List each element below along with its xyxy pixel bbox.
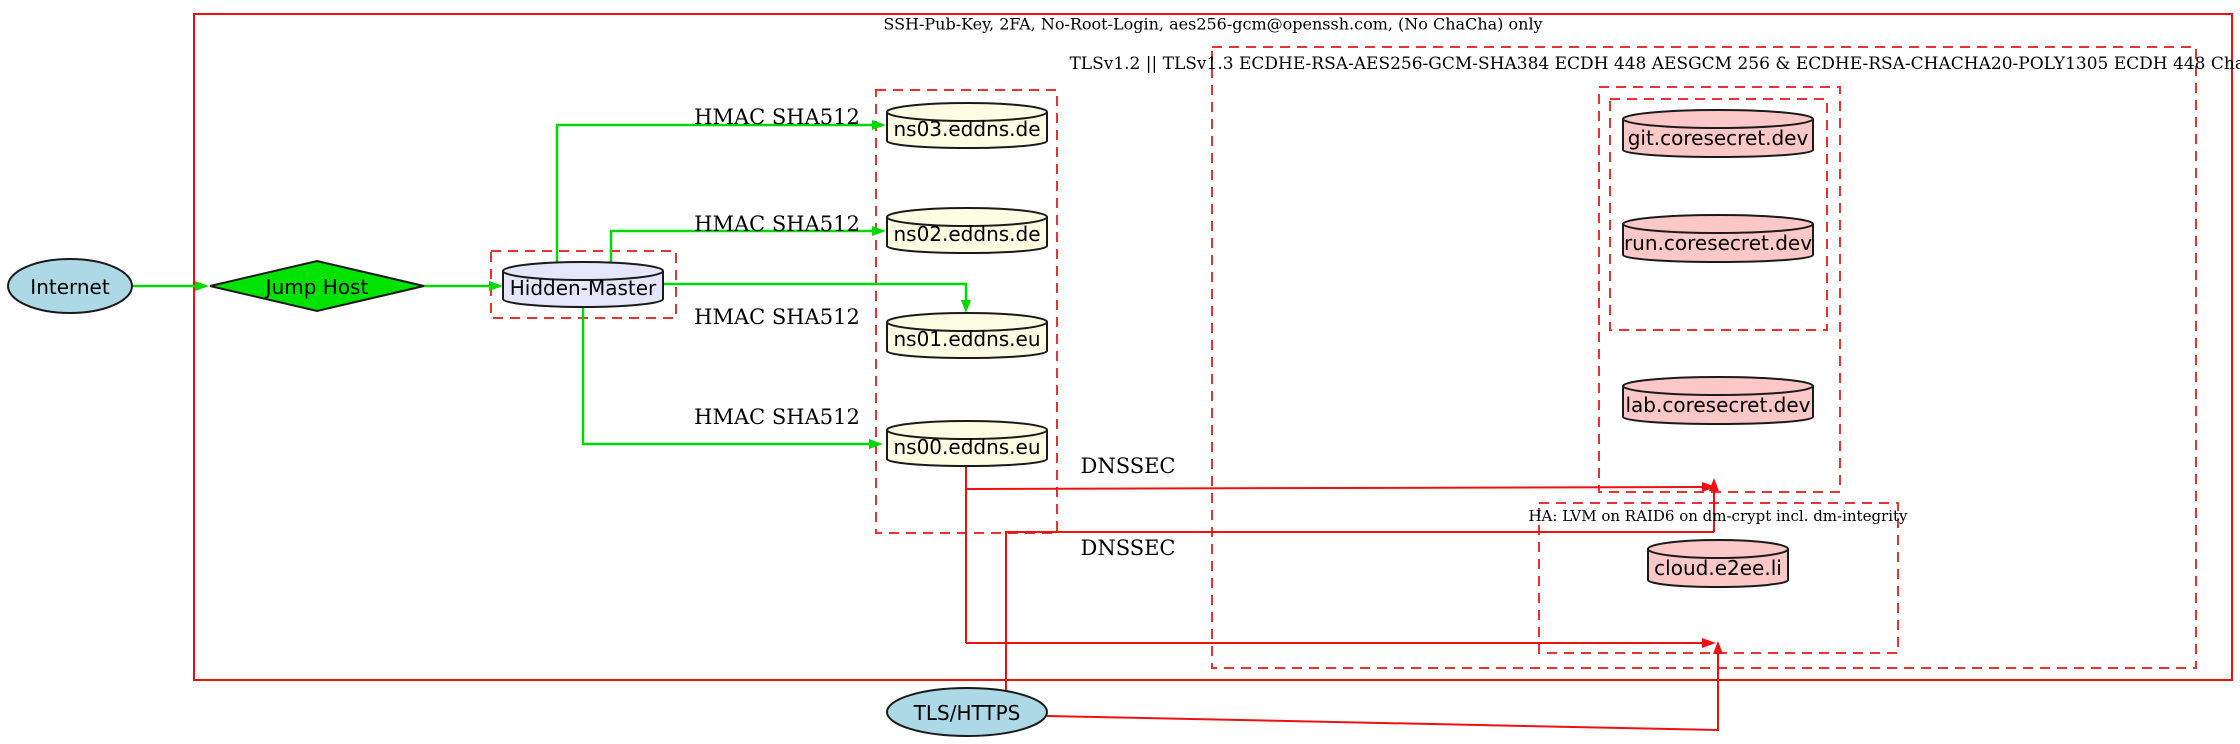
- arrowhead-tls-ha: [1713, 641, 1723, 654]
- hidden-master-node-label: Hidden-Master: [509, 276, 657, 300]
- arrowhead-jumphost: [195, 281, 209, 291]
- green-arrowheads: [195, 120, 971, 449]
- edge-dns-to-coresecret: [965, 486, 1703, 490]
- edge-label-dnssec-2: DNSSEC: [1080, 536, 1176, 560]
- ns02-node-label: ns02.eddns.de: [893, 222, 1041, 246]
- git-node-shape: [1622, 109, 1814, 158]
- arrowhead-hiddenmaster: [489, 281, 503, 291]
- arrowhead-ns00: [869, 439, 883, 449]
- ns00-node-label: ns00.eddns.eu: [893, 435, 1041, 459]
- coresecret-inner-cluster-box: [1609, 98, 1828, 331]
- arrowhead-ns01: [961, 300, 971, 313]
- edge-label-dnssec-1: DNSSEC: [1080, 454, 1176, 478]
- cloud-node-label: cloud.e2ee.li: [1654, 556, 1782, 580]
- edge-label-hmac-ns00: HMAC SHA512: [694, 405, 860, 429]
- arrowhead-ns02: [872, 226, 886, 236]
- edge-label-hmac-ns01: HMAC SHA512: [694, 305, 860, 329]
- cylinder-nodes: [502, 102, 1814, 588]
- tls-https-node-shape: [886, 687, 1048, 737]
- ns02-node-shape: [886, 207, 1048, 254]
- lab-node-shape: [1622, 376, 1814, 425]
- ns03-node-label: ns03.eddns.de: [893, 117, 1041, 141]
- edge-tlshttps-to-ha: [1046, 654, 1719, 732]
- arrowhead-dns-ha: [1702, 638, 1716, 648]
- jump-host-node-label: Jump Host: [265, 275, 369, 299]
- run-node-label: run.coresecret.dev: [1623, 231, 1813, 255]
- ns01-node-label: ns01.eddns.eu: [893, 327, 1041, 351]
- jump-host-node-shape: [209, 259, 425, 313]
- arrowhead-dns-coresecret: [1702, 482, 1716, 492]
- internet-node-label: Internet: [30, 275, 110, 299]
- cloud-node-shape: [1647, 539, 1789, 588]
- arrowhead-tls-coresecret: [1709, 478, 1719, 491]
- edge-tlshttps-to-coresecret: [1005, 531, 1714, 690]
- edge-hm-ns03: [555, 123, 873, 262]
- internet-node-shape: [7, 258, 133, 314]
- tls-https-node-label: TLS/HTTPS: [913, 701, 1021, 725]
- ns01-node-shape: [886, 312, 1048, 359]
- ha-cluster-label: HA: LVM on RAID6 on dm-crypt incl. dm-in…: [1528, 507, 1908, 525]
- edge-hm-ns00: [581, 308, 870, 446]
- ns00-node-shape: [886, 420, 1048, 467]
- run-node-shape: [1622, 214, 1814, 263]
- tls-cluster-box: [1211, 46, 2197, 669]
- edge-hm-ns02: [609, 229, 873, 262]
- green-edges: [132, 123, 968, 446]
- tls-cluster-label: TLSv1.2 || TLSv1.3 ECDHE-RSA-AES256-GCM-…: [1069, 54, 2240, 74]
- ssh-cluster-box: [193, 13, 2233, 681]
- lab-node-label: lab.coresecret.dev: [1625, 393, 1811, 417]
- ssh-cluster-label: SSH-Pub-Key, 2FA, No-Root-Login, aes256-…: [883, 14, 1543, 34]
- red-arrowheads: [1702, 478, 1723, 654]
- arrowhead-ns03: [872, 120, 886, 130]
- git-node-label: git.coresecret.dev: [1627, 126, 1809, 150]
- coresecret-outer-cluster-box: [1598, 86, 1841, 493]
- edge-label-hmac-ns02: HMAC SHA512: [694, 212, 860, 236]
- red-edges: [965, 467, 1719, 732]
- edge-label-hmac-ns03: HMAC SHA512: [694, 105, 860, 129]
- ns03-node-shape: [886, 102, 1048, 149]
- edge-hm-ns01: [664, 282, 968, 301]
- hidden-master-node-shape: [502, 261, 664, 308]
